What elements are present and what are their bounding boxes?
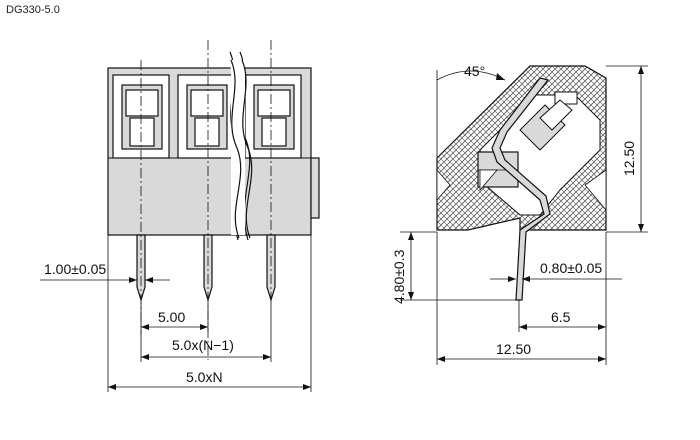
pin-2 [203, 234, 213, 303]
dim-height: 12.50 [621, 141, 637, 176]
terminal-cell-2 [177, 74, 235, 159]
dim-overall-width: 5.0xN [186, 369, 223, 385]
dim-pin-length: 4.80±0.3 [391, 249, 407, 304]
side-view: 45° 12.50 4.80±0.3 0.80±0.05 6.5 12 [391, 63, 648, 365]
dim-depth: 12.50 [496, 341, 531, 357]
dim-pin-thickness: 0.80±0.05 [540, 260, 602, 276]
pin-3 [266, 234, 276, 303]
dim-pitch: 5.00 [158, 309, 185, 325]
part-number-label: DG330-5.0 [6, 4, 60, 16]
dim-pitch-span: 5.0x(N−1) [172, 337, 234, 353]
dim-pin-width: 1.00±0.05 [44, 261, 106, 277]
dim-pin-offset: 6.5 [551, 309, 571, 325]
dim-angle: 45° [464, 63, 485, 79]
side-latch [310, 157, 320, 219]
terminal-cell-3 [244, 74, 302, 159]
front-view: 1.00±0.05 5.00 5.0x(N−1) 5.0xN [40, 40, 320, 392]
spring-contact [491, 77, 551, 301]
